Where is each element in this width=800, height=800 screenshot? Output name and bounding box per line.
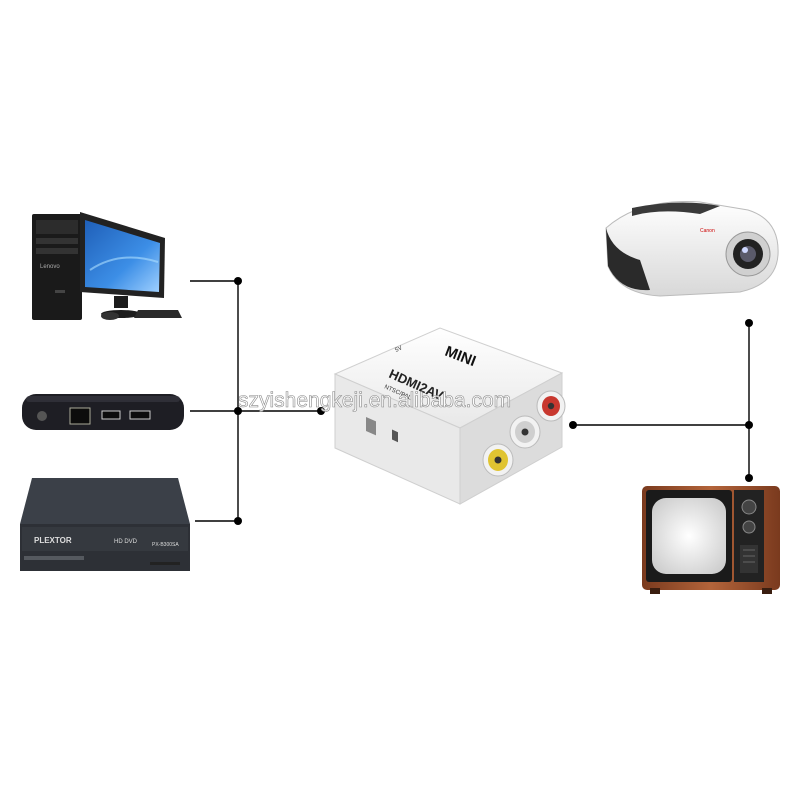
dot [234, 407, 242, 415]
watermark: szyishengkeji.en.alibaba.com [238, 389, 511, 412]
converter-switch [392, 429, 398, 443]
hdmi2av-converter: MINI HDMI2AV NTSC/PAL 5V [333, 327, 566, 505]
dot [745, 474, 753, 482]
dot [234, 277, 242, 285]
pc-brand: Lenovo [40, 264, 60, 270]
rca-jack-white [509, 415, 541, 449]
projector: Canon [605, 201, 779, 297]
media-box-port-hdmi [129, 410, 151, 420]
tv-screen [652, 498, 726, 574]
bluray-brand: PLEXTOR [34, 536, 72, 545]
dot [745, 421, 753, 429]
media-box [22, 394, 184, 430]
crt-television [642, 486, 780, 594]
dot [569, 421, 577, 429]
dot [234, 517, 242, 525]
media-box-port-usb [101, 410, 121, 420]
pc-screen [85, 220, 160, 292]
dot [317, 407, 325, 415]
rca-jack-yellow [482, 443, 514, 477]
connector-lines [190, 280, 750, 522]
bluray-model: PX-B300SA [152, 542, 179, 548]
bluray-drive: PLEXTOR HD DVD PX-B300SA [20, 478, 190, 571]
dot [745, 319, 753, 327]
converter-label-power: 5V [394, 345, 403, 353]
tv-knob [742, 520, 756, 534]
tv-knob [741, 499, 757, 515]
pc-keyboard [134, 310, 182, 318]
pc-stand [114, 296, 128, 308]
bluray-format: HD DVD [114, 539, 138, 545]
pc-mouse [101, 312, 119, 320]
rca-jack-red [536, 390, 566, 422]
desktop-pc: Lenovo [32, 212, 182, 320]
connector-dots [234, 277, 753, 525]
converter-hdmi-port [366, 416, 376, 436]
bluray-top [20, 478, 190, 524]
media-box-port-rj45 [69, 407, 91, 425]
projector-brand: Canon [700, 228, 715, 234]
